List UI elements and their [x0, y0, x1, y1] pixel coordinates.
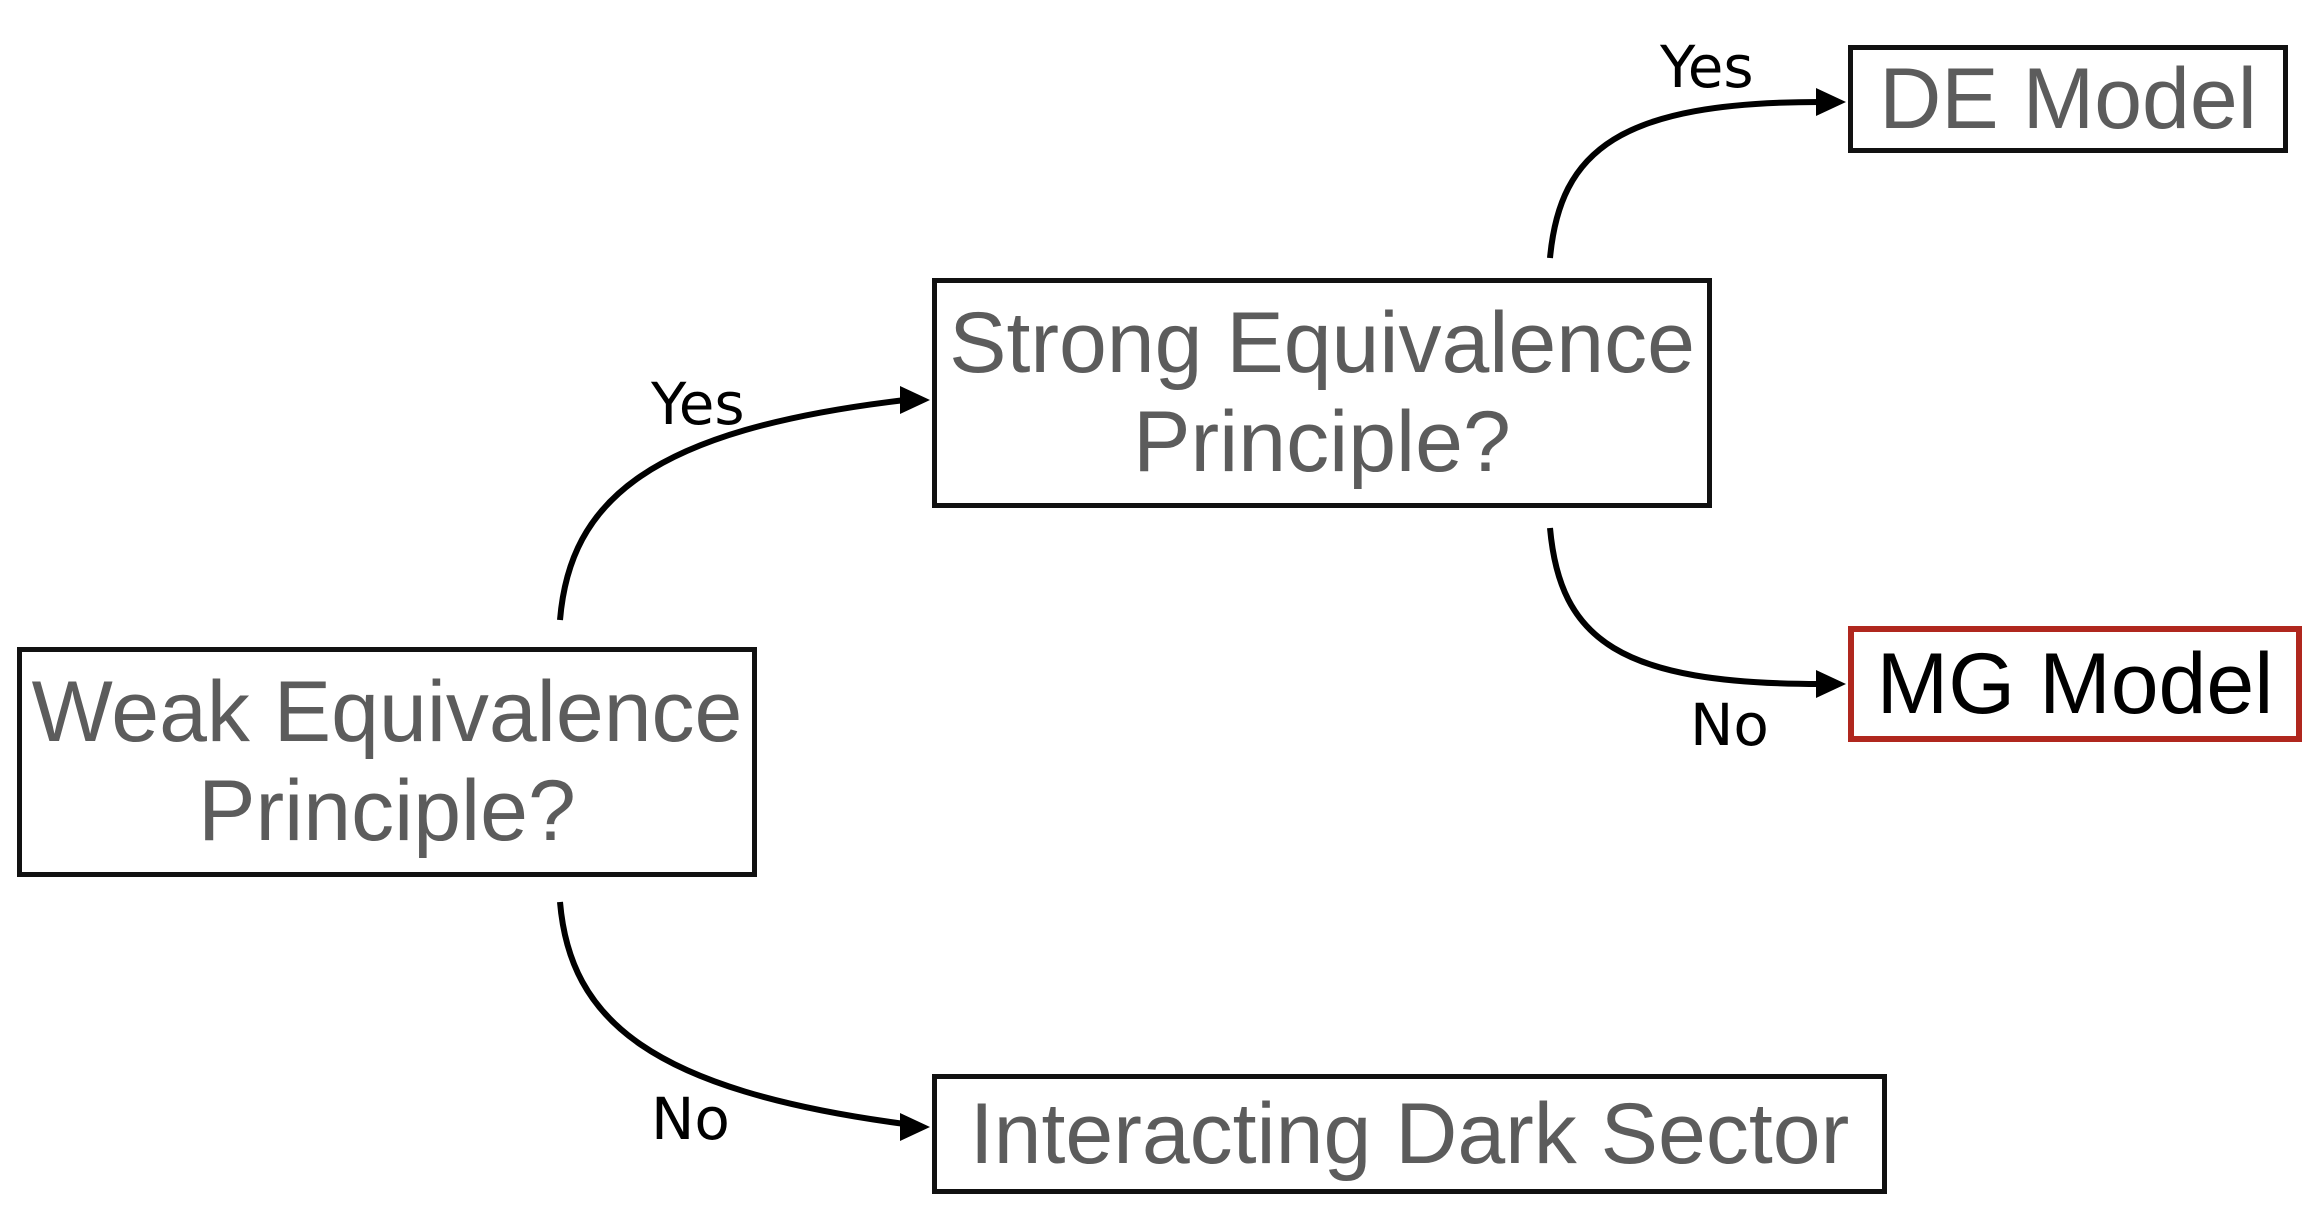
arrow-strong-yes	[1547, 99, 1821, 259]
weak-node-line1: Weak Equivalence	[31, 664, 743, 761]
arrow-strong-no	[1547, 527, 1821, 687]
arrowhead-weak-no	[900, 1113, 930, 1141]
weak-equivalence-node: Weak Equivalence Principle?	[17, 647, 757, 877]
mg-model-label: MG Model	[1876, 635, 2274, 732]
arrowhead-strong-no	[1816, 670, 1846, 698]
interacting-dark-sector-node: Interacting Dark Sector	[932, 1074, 1887, 1194]
arrowhead-weak-yes	[900, 386, 930, 414]
edge-label-weak-yes: Yes	[651, 370, 745, 438]
interacting-dark-sector-label: Interacting Dark Sector	[969, 1085, 1850, 1182]
arrow-weak-no	[557, 901, 906, 1127]
strong-node-line1: Strong Equivalence	[949, 295, 1695, 392]
edge-label-strong-no: No	[1690, 691, 1769, 759]
edge-label-weak-no: No	[651, 1085, 730, 1153]
de-model-label: DE Model	[1879, 50, 2257, 147]
arrowhead-strong-yes	[1816, 88, 1846, 116]
edge-label-strong-yes: Yes	[1660, 33, 1754, 101]
arrow-weak-yes	[557, 397, 906, 621]
mg-model-node: MG Model	[1848, 626, 2302, 742]
strong-equivalence-node: Strong Equivalence Principle?	[932, 278, 1712, 508]
weak-node-line2: Principle?	[198, 763, 576, 859]
strong-node-line2: Principle?	[1133, 394, 1511, 490]
de-model-node: DE Model	[1848, 45, 2288, 153]
